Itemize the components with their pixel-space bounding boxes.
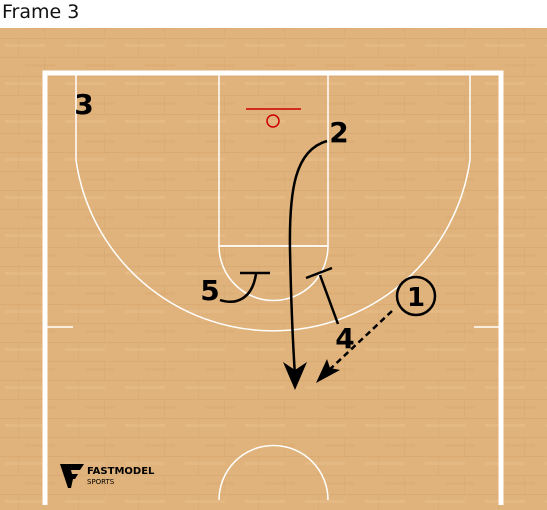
player-2-label: 2 <box>329 116 348 149</box>
pass-line <box>326 310 393 373</box>
court-lines <box>42 70 504 505</box>
three-point-line <box>75 73 471 332</box>
pass-arrowhead <box>316 359 340 383</box>
player-4-label: 4 <box>335 322 354 355</box>
logo-sub: SPORTS <box>87 478 115 486</box>
cut-arrowhead <box>283 362 307 390</box>
screen-path-player-4 <box>318 274 340 325</box>
logo-brand: FASTMODEL <box>87 466 155 477</box>
frame-title: Frame 3 <box>2 1 80 23</box>
rim <box>266 114 280 128</box>
center-circle <box>218 444 329 501</box>
player-1-label: 1 <box>407 283 425 313</box>
player-1-circle <box>395 275 437 317</box>
court: 1 2 3 4 5 FASTMODEL SPORTS <box>0 28 547 510</box>
cut-path-player-2 <box>288 139 328 377</box>
fastmodel-logo: FASTMODEL SPORTS <box>60 464 155 488</box>
screen-bar-player-4 <box>305 266 333 280</box>
free-throw-circle <box>218 245 329 302</box>
player-3-label: 3 <box>74 88 93 121</box>
screen-path-player-5 <box>219 273 258 303</box>
player-5-label: 5 <box>200 274 219 307</box>
fastmodel-logo-icon <box>60 464 84 488</box>
court-diagram: 1 2 3 4 5 FASTMODEL SPORTS <box>0 28 547 510</box>
